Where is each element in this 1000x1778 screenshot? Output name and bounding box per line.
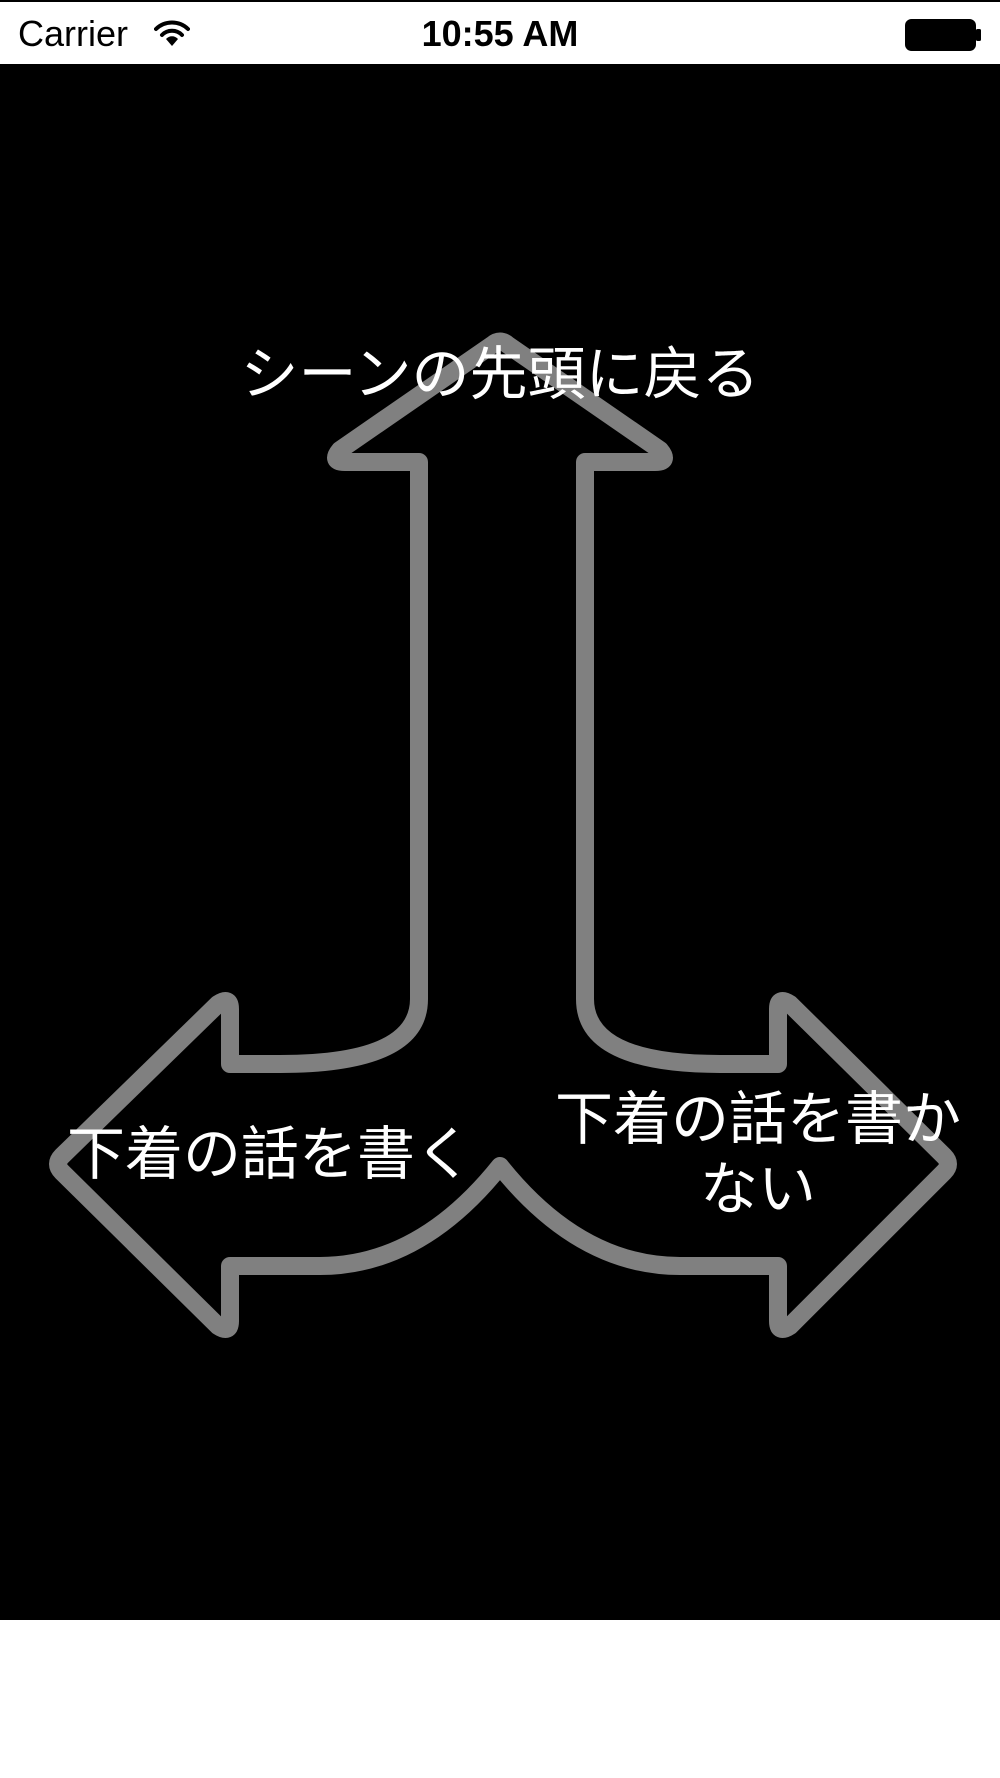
carrier-label: Carrier <box>18 13 129 54</box>
write-underwear-story-button[interactable]: 下着の話を書く <box>66 1120 473 1188</box>
three-way-arrow-icon <box>49 332 957 1338</box>
status-bar: Carrier 10:55 AM <box>0 0 1000 64</box>
choice-stage: シーンの先頭に戻る 下着の話を書く 下着の話を書かない <box>0 64 1000 1620</box>
bottom-blank-area <box>0 1620 1000 1778</box>
dont-write-underwear-story-button[interactable]: 下着の話を書かない <box>554 1085 961 1223</box>
battery-icon <box>905 19 981 51</box>
status-time: 10:55 AM <box>421 13 579 54</box>
wifi-icon <box>154 20 190 46</box>
back-to-scene-start-button[interactable]: シーンの先頭に戻る <box>240 340 760 408</box>
